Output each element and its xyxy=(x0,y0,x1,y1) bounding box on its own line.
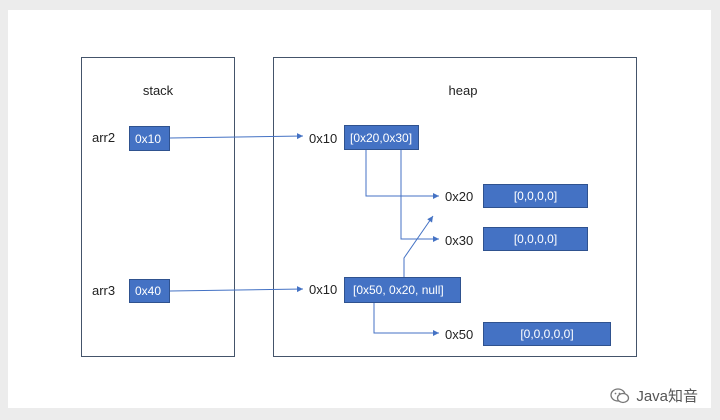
heap-object-box: [0,0,0,0] xyxy=(483,227,588,251)
brand-watermark: Java知音 xyxy=(610,385,698,406)
heap-title: heap xyxy=(448,83,478,98)
heap-address-label: 0x10 xyxy=(309,131,338,146)
arrow-to-0x20 xyxy=(365,150,439,199)
heap-object-box: [0,0,0,0,0] xyxy=(483,322,611,346)
arrow-arr2-to-heap xyxy=(169,133,304,140)
arrow-to-0x50 xyxy=(373,303,439,336)
arr3-value-box: 0x40 xyxy=(129,279,170,303)
heap-address-label: 0x50 xyxy=(445,327,474,342)
heap-object-box: [0,0,0,0] xyxy=(483,184,588,208)
heap-region: heap xyxy=(273,57,637,357)
stack-region: stack xyxy=(81,57,235,357)
heap-object-box: [0x20,0x30] xyxy=(344,125,419,150)
arrow-to-0x30 xyxy=(400,150,439,242)
wechat-icon xyxy=(610,387,630,404)
brand-name: Java知音 xyxy=(636,388,698,405)
arrow-arr3-to-heap xyxy=(169,286,304,293)
arrow-0x20-ref xyxy=(403,215,434,277)
stack-title: stack xyxy=(142,83,174,98)
arr3-label: arr3 xyxy=(92,283,116,298)
heap-address-label: 0x20 xyxy=(445,189,474,204)
arr2-value-box: 0x10 xyxy=(129,126,170,151)
heap-object-box: [0x50, 0x20, null] xyxy=(344,277,461,303)
heap-address-label: 0x10 xyxy=(309,282,338,297)
heap-address-label: 0x30 xyxy=(445,233,474,248)
arr2-label: arr2 xyxy=(92,130,116,145)
